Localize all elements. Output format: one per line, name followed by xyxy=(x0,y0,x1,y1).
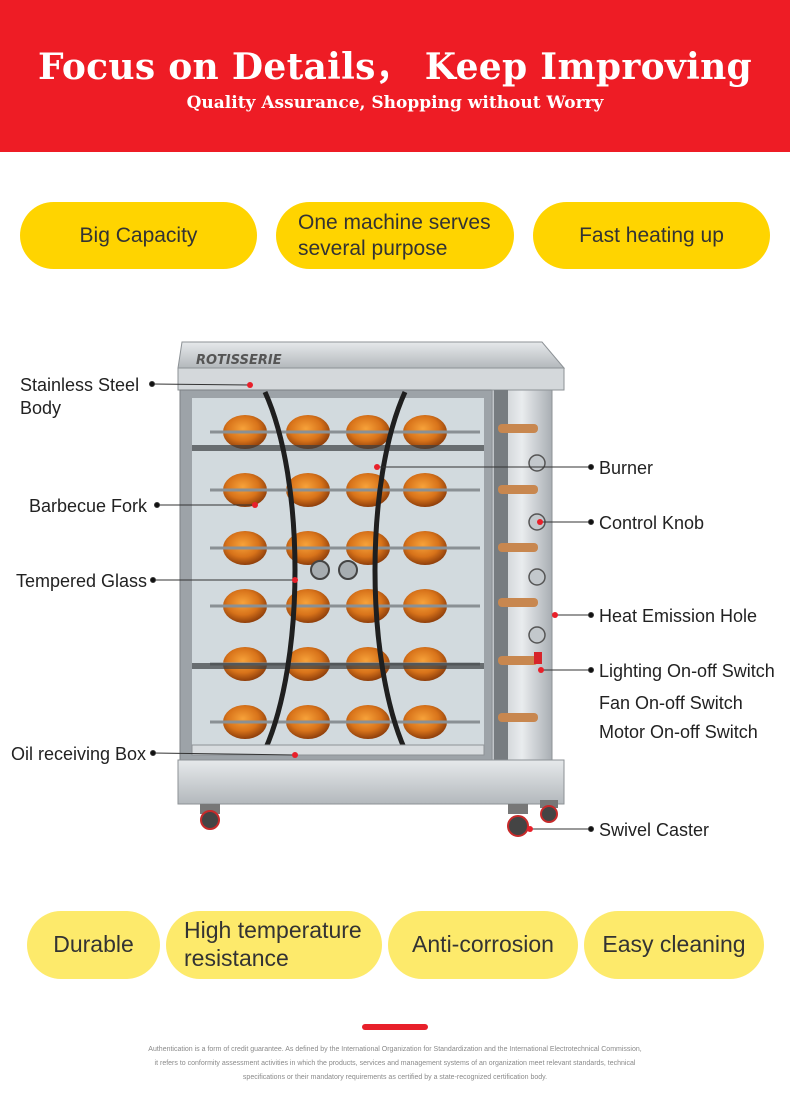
feature-pill-big-capacity: Big Capacity xyxy=(20,202,257,269)
footer-line-3: specifications or their mandatory requir… xyxy=(242,1074,548,1081)
feature-label: Fast heating up xyxy=(579,223,724,247)
label-motor-switch: Motor On-off Switch xyxy=(599,722,758,742)
feature-label-line1: High temperature xyxy=(184,917,362,944)
label-heat-emission-hole: Heat Emission Hole xyxy=(599,606,758,626)
feature-pill-fast-heating: Fast heating up xyxy=(533,202,770,269)
footer-divider xyxy=(362,1024,428,1030)
glass-window xyxy=(192,398,484,750)
footer-line-1: Authentication is a form of credit guara… xyxy=(148,1046,642,1053)
label-tempered-glass: Tempered Glass xyxy=(16,571,148,591)
label-swivel-caster: Swivel Caster xyxy=(599,820,710,840)
base-plinth xyxy=(177,759,565,805)
page-title: Focus on Details， Keep Improving xyxy=(37,46,753,88)
feature-label-line2: several purpose xyxy=(298,236,448,260)
brand-plate xyxy=(177,367,565,391)
feature-pill-multi-purpose: One machine serves several purpose xyxy=(276,202,514,269)
rotisserie-machine-illustration: ROTISSERIE xyxy=(177,341,566,837)
brand-logo: ROTISSERIE xyxy=(196,353,282,368)
door-handle-left xyxy=(262,390,298,752)
chicken-rows xyxy=(208,415,482,741)
swivel-casters xyxy=(200,800,558,837)
label-line: Stainless Steel xyxy=(20,375,140,395)
feature-label: Easy cleaning xyxy=(602,931,746,958)
feature-label: Big Capacity xyxy=(79,223,198,247)
label-lighting-switch: Lighting On-off Switch xyxy=(599,661,775,681)
feature-label-line1: One machine serves xyxy=(298,211,491,235)
label-stainless-steel-body: Stainless Steel Body xyxy=(20,374,150,419)
feature-pill-durable: Durable xyxy=(27,911,160,979)
feature-label-line2: resistance xyxy=(184,945,289,971)
label-oil-receiving-box: Oil receiving Box xyxy=(11,744,147,764)
red-switch xyxy=(534,652,542,664)
door-handle-right xyxy=(372,390,408,752)
wooden-spit-handles xyxy=(498,424,538,722)
feature-pill-high-temperature: High temperature resistance xyxy=(166,911,382,979)
header-banner: Focus on Details， Keep Improving Quality… xyxy=(0,0,790,152)
footer-line-2: it refers to conformity assessment activ… xyxy=(154,1060,636,1067)
feature-label: Anti-corrosion xyxy=(412,931,554,958)
label-burner: Burner xyxy=(599,458,654,478)
center-knob-right xyxy=(338,560,358,580)
label-barbecue-fork: Barbecue Fork xyxy=(29,496,148,516)
label-fan-switch: Fan On-off Switch xyxy=(599,693,743,713)
label-control-knob: Control Knob xyxy=(599,513,705,533)
page-subtitle: Quality Assurance, Shopping without Worr… xyxy=(186,93,604,113)
oil-box xyxy=(191,744,485,756)
center-knob-left xyxy=(310,560,330,580)
feature-pill-anti-corrosion: Anti-corrosion xyxy=(388,911,578,979)
feature-label: Durable xyxy=(53,931,134,958)
label-line: Body xyxy=(20,397,62,418)
feature-pill-easy-cleaning: Easy cleaning xyxy=(584,911,764,979)
control-knobs xyxy=(528,454,546,644)
